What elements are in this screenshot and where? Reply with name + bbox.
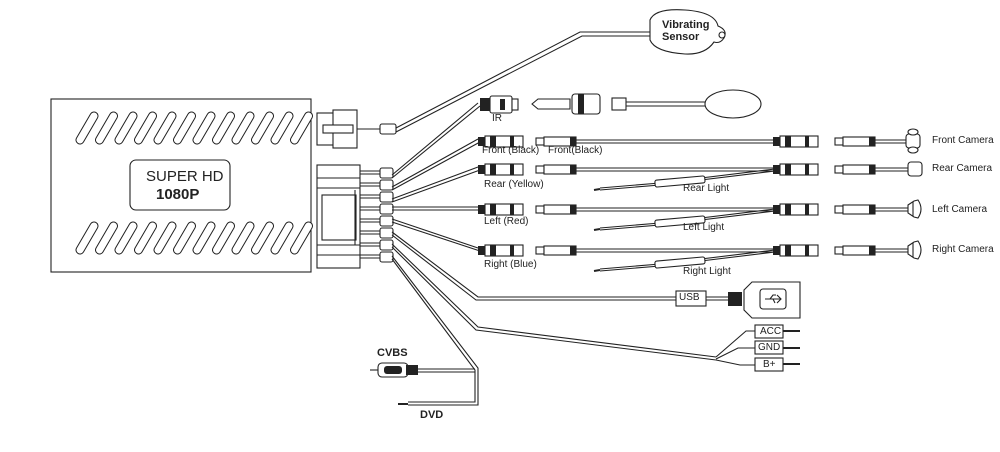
dvd-label: DVD [420, 409, 444, 421]
connector [779, 135, 819, 148]
right-camera-label: Right Camera [932, 244, 994, 255]
main-harness-connector [316, 164, 394, 269]
power-wires [715, 324, 800, 372]
harness-plug [379, 203, 394, 215]
light-sleeve [654, 215, 706, 228]
unit-label-box [129, 159, 231, 211]
cvbs-rca-plug [370, 362, 418, 378]
bplus-label: B+ [763, 359, 776, 370]
harness-plug [379, 239, 394, 251]
rear-light-label: Rear Light [683, 183, 730, 194]
left-light-label: Left Light [683, 222, 725, 233]
vent-slots-top [75, 111, 313, 145]
right-input-label: Right (Blue) [484, 259, 537, 270]
usb-cable [675, 281, 801, 319]
rear-camera-label: Rear Camera [932, 163, 993, 174]
harness-plug [379, 167, 394, 179]
right-light-label: Right Light [683, 266, 731, 277]
connector [779, 203, 819, 216]
left-camera-label: Left Camera [932, 204, 988, 215]
unit-resolution: 1080P [156, 186, 200, 203]
main-unit-box [50, 98, 313, 273]
ir-label: IR [492, 113, 502, 124]
right-camera-icon [907, 240, 922, 260]
connector [779, 163, 819, 176]
rear-camera-icon [907, 161, 923, 177]
connector [484, 244, 524, 257]
ir-receiver [480, 89, 762, 119]
connector [484, 163, 524, 176]
rear-input-label: Rear (Yellow) [484, 179, 544, 190]
connector [484, 203, 524, 216]
front-camera-icon [905, 133, 921, 149]
vibrating-sensor-label-2: Sensor [662, 31, 700, 43]
harness-wires [391, 31, 717, 406]
connector [779, 244, 819, 257]
harness-plug [379, 251, 394, 263]
harness-plug [379, 227, 394, 239]
usb-label: USB [679, 292, 700, 303]
light-sleeve [654, 175, 706, 188]
cvbs-label: CVBS [377, 347, 408, 359]
front-input-label: Front (Black) [482, 145, 540, 156]
camera-channels [478, 128, 923, 272]
unit-title: SUPER HD [146, 168, 224, 185]
front-camera-label: Front Camera [932, 135, 994, 146]
sensor-connector [316, 109, 397, 149]
vibrating-sensor [649, 9, 726, 55]
left-input-label: Left (Red) [484, 216, 529, 227]
vent-slots-bottom [75, 221, 313, 255]
harness-plug [379, 191, 394, 203]
connector [484, 135, 524, 148]
front-extension-label: Front(Black) [548, 145, 603, 156]
light-sleeve [654, 256, 706, 269]
vibrating-sensor-label-1: Vibrating [662, 19, 710, 31]
gnd-label: GND [758, 342, 781, 353]
harness-plug [379, 179, 394, 191]
acc-label: ACC [760, 326, 782, 337]
left-camera-icon [907, 199, 922, 219]
harness-plug [379, 215, 394, 227]
